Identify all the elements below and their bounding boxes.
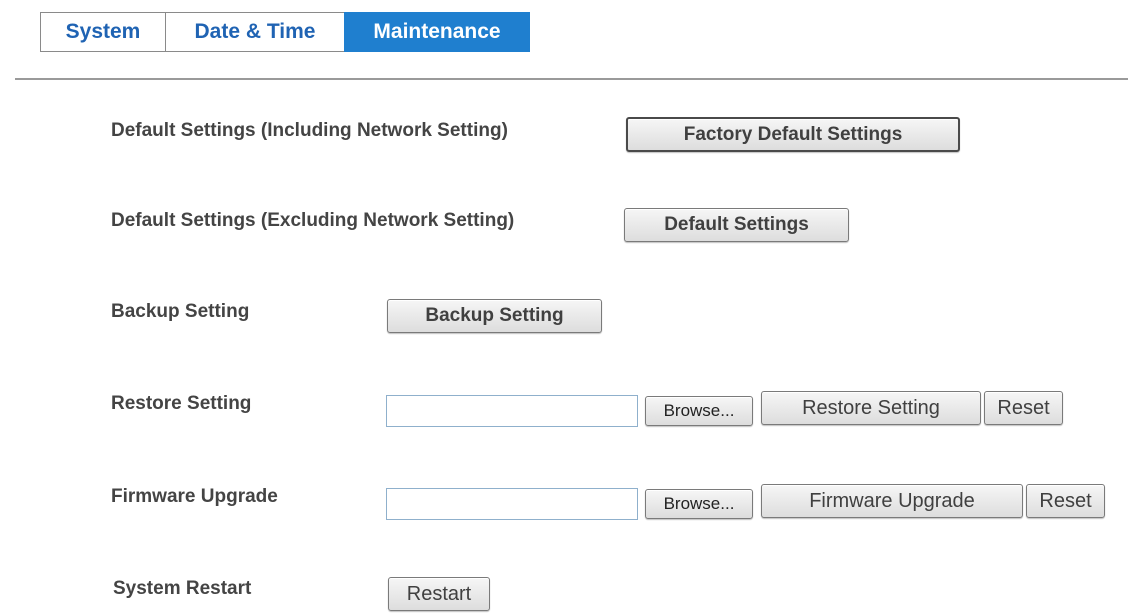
header-divider [15, 78, 1128, 80]
tab-bar: System Date & Time Maintenance [40, 12, 530, 52]
tab-date-time[interactable]: Date & Time [165, 12, 344, 52]
restore-browse-button[interactable]: Browse... [645, 396, 753, 426]
tab-system[interactable]: System [40, 12, 165, 52]
firmware-upgrade-label: Firmware Upgrade [111, 486, 278, 507]
factory-default-label: Default Settings (Including Network Sett… [111, 120, 508, 141]
restore-reset-button[interactable]: Reset [984, 391, 1063, 425]
default-settings-label: Default Settings (Excluding Network Sett… [111, 210, 515, 231]
backup-setting-label: Backup Setting [111, 301, 250, 322]
factory-default-settings-button[interactable]: Factory Default Settings [626, 117, 960, 152]
restart-button[interactable]: Restart [388, 577, 490, 611]
restore-setting-button[interactable]: Restore Setting [761, 391, 981, 425]
tab-maintenance[interactable]: Maintenance [344, 12, 530, 52]
restore-setting-label: Restore Setting [111, 393, 252, 414]
firmware-browse-button[interactable]: Browse... [645, 489, 753, 519]
backup-setting-button[interactable]: Backup Setting [387, 299, 602, 333]
firmware-reset-button[interactable]: Reset [1026, 484, 1105, 518]
system-restart-label: System Restart [113, 578, 252, 599]
firmware-upgrade-button[interactable]: Firmware Upgrade [761, 484, 1023, 518]
default-settings-button[interactable]: Default Settings [624, 208, 849, 242]
firmware-file-input[interactable] [386, 488, 638, 520]
restore-file-input[interactable] [386, 395, 638, 427]
